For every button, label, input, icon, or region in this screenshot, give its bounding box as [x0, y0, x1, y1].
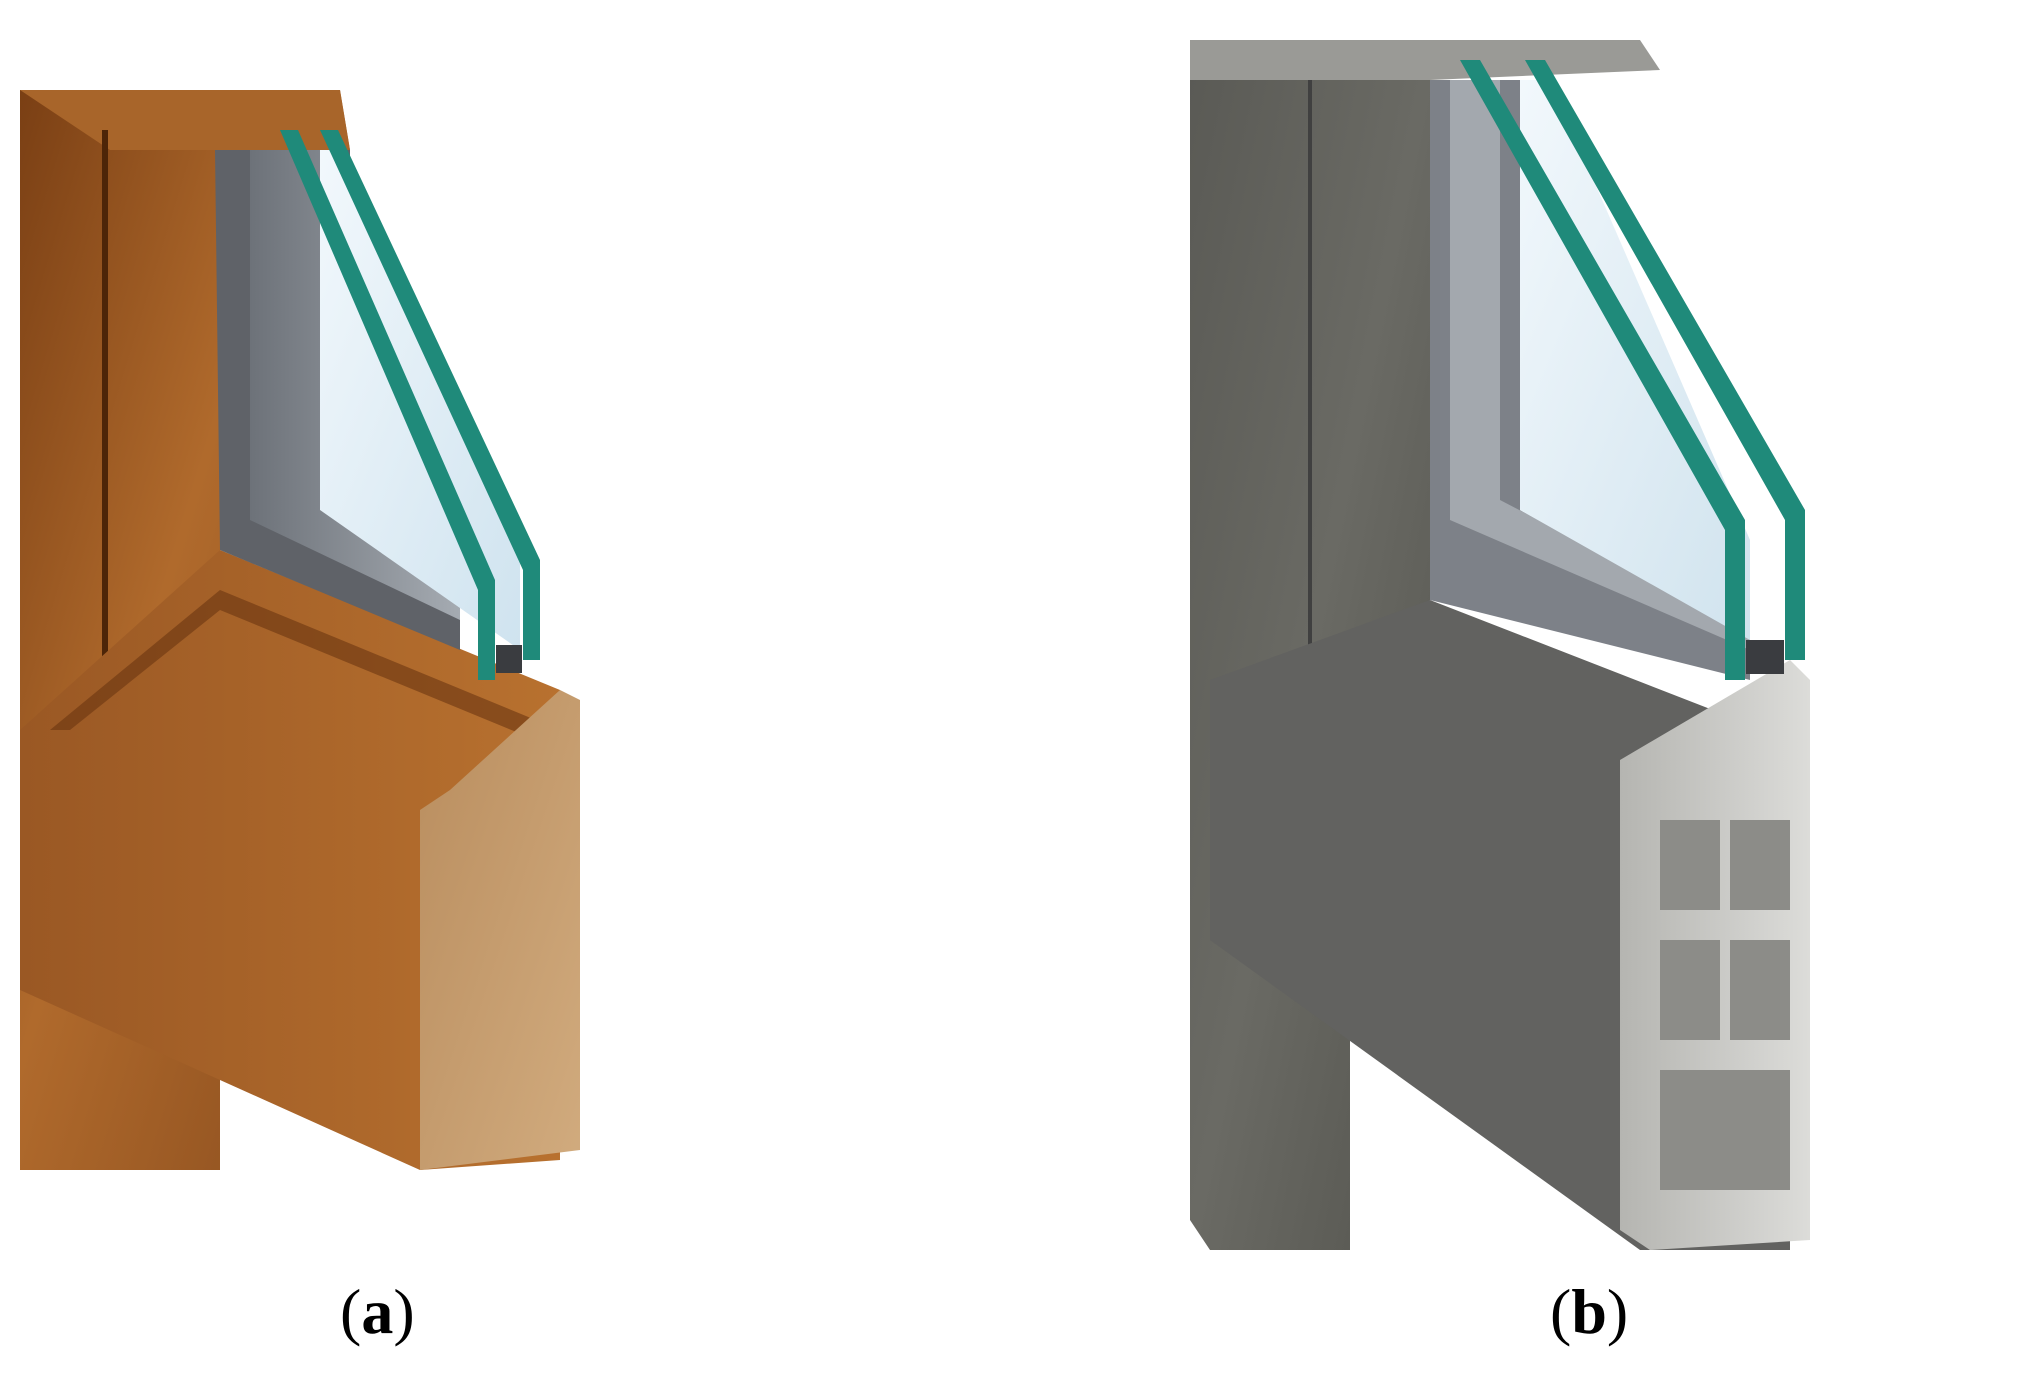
spacer-bar: [1746, 640, 1784, 674]
spacer-bar: [496, 645, 522, 673]
aluminium-frame-illustration: [1190, 40, 1810, 1250]
panel-label-a: (a): [340, 1276, 415, 1347]
aluminium-window-frame-image: [1190, 40, 2020, 1250]
panel-label-b: (b): [1550, 1276, 1629, 1347]
wooden-window-frame-image: [20, 90, 780, 1170]
wooden-frame-illustration: [20, 90, 580, 1170]
wood-end-grain: [420, 690, 580, 1170]
